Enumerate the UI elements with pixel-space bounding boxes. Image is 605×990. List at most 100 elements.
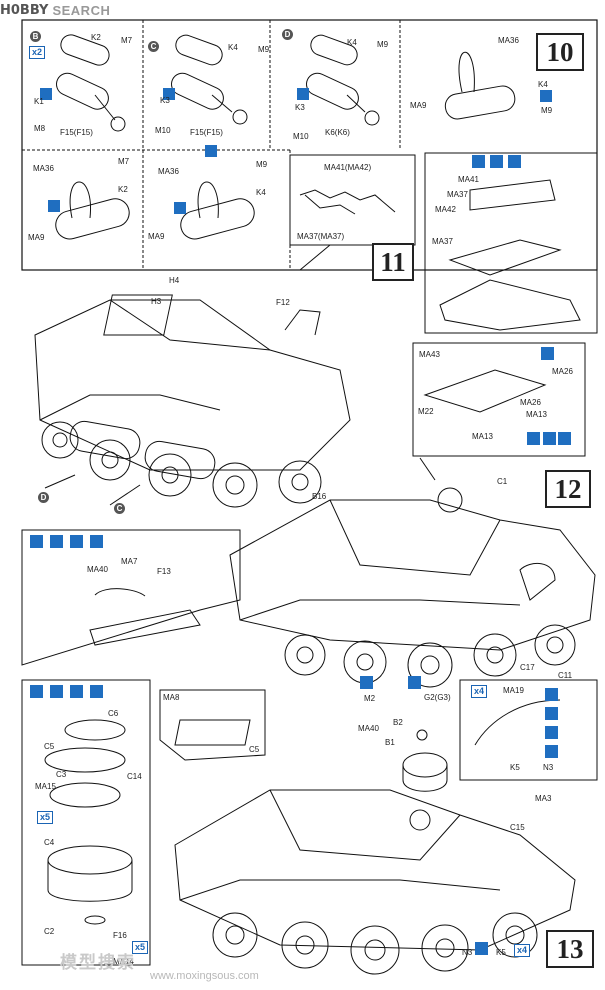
label-c6: C6 <box>108 709 119 718</box>
qty-x4-bottom: x4 <box>514 944 531 957</box>
logo-sub: SEARCH <box>52 2 111 18</box>
label-ma19: MA19 <box>503 686 524 695</box>
label-ma37-ma37: MA37(MA37) <box>297 232 345 241</box>
label-b2: B2 <box>393 718 403 727</box>
qty-x4-right: x4 <box>471 685 488 698</box>
label-f16: F16 <box>113 931 127 940</box>
step-number-12: 12 <box>545 470 591 508</box>
label-ma43: MA43 <box>419 350 440 359</box>
label-b1: B1 <box>385 738 395 747</box>
tank-step-11 <box>34 294 351 508</box>
panel-b-qty: x2 <box>29 46 46 59</box>
panel-letter-d: D <box>282 29 293 40</box>
label-m9-d: M9 <box>377 40 389 49</box>
label-ma15: MA15 <box>35 782 56 791</box>
label-m9-f: M9 <box>256 160 268 169</box>
label-c11: C11 <box>558 671 573 680</box>
label-ma9: MA9 <box>410 101 427 110</box>
label-ma26-a: MA26 <box>552 367 573 376</box>
label-h4: H4 <box>169 276 180 285</box>
drum-e <box>55 181 130 240</box>
label-f13: F13 <box>157 567 171 576</box>
label-c2: C2 <box>44 927 55 936</box>
qty-x5-a: x5 <box>37 811 54 824</box>
label-ma41: MA41 <box>458 175 479 184</box>
label-ma42: MA42 <box>435 205 456 214</box>
label-k4: K4 <box>228 43 238 52</box>
label-k1: K1 <box>34 97 44 106</box>
step-number-13: 13 <box>546 930 594 968</box>
label-g2-g3: G2(G3) <box>424 693 451 702</box>
drum-10 <box>444 51 516 120</box>
label-b16: B16 <box>312 492 327 501</box>
label-c15: C15 <box>510 823 525 832</box>
label-c5: C5 <box>44 742 55 751</box>
logo: H0BBY SEARCH <box>0 0 110 20</box>
label-ma36: MA36 <box>498 36 519 45</box>
label-f15-c: F15(F15) <box>190 128 223 137</box>
label-ma3: MA3 <box>535 794 552 803</box>
label-k3: K3 <box>160 96 170 105</box>
label-ma9-e: MA9 <box>28 233 45 242</box>
label-ma13-b: MA13 <box>472 432 493 441</box>
label-m9: M9 <box>258 45 270 54</box>
label-ma14: MA14 <box>113 957 134 966</box>
label-k6: K6(K6) <box>325 128 350 137</box>
drum-b <box>55 34 126 132</box>
label-ma37-b: MA37 <box>432 237 453 246</box>
label-m10-d: M10 <box>293 132 309 141</box>
label-c14: C14 <box>127 772 142 781</box>
label-ma9-f: MA9 <box>148 232 165 241</box>
label-m7-e: M7 <box>118 157 130 166</box>
label-k5-tank: K5 <box>496 948 506 957</box>
label-ma36-f: MA36 <box>158 167 179 176</box>
logo-mark: H0BBY <box>0 2 49 18</box>
label-m9-10: M9 <box>541 106 553 115</box>
drum-f <box>180 181 255 240</box>
label-k5: K5 <box>510 763 520 772</box>
qty-x5-b: x5 <box>132 941 149 954</box>
label-ma36-e: MA36 <box>33 164 54 173</box>
label-ma40-inset: MA40 <box>87 565 108 574</box>
marker-d: D <box>38 492 49 503</box>
label-f12: F12 <box>276 298 290 307</box>
label-m22: M22 <box>418 407 434 416</box>
label-k4-10: K4 <box>538 80 548 89</box>
label-h3: H3 <box>151 297 162 306</box>
label-c4: C4 <box>44 838 55 847</box>
label-k2: K2 <box>91 33 101 42</box>
panel-letter-b: B <box>30 31 41 42</box>
label-n3: N3 <box>543 763 554 772</box>
label-k3-d: K3 <box>295 103 305 112</box>
panel-letter-c: C <box>148 41 159 52</box>
label-ma13-a: MA13 <box>526 410 547 419</box>
label-m7: M7 <box>121 36 133 45</box>
label-k4-f: K4 <box>256 188 266 197</box>
label-n3-tank: N3 <box>462 948 473 957</box>
label-ma26-b: MA26 <box>520 398 541 407</box>
label-m8: M8 <box>34 124 46 133</box>
label-ma41-ma42: MA41(MA42) <box>324 163 372 172</box>
label-c1: C1 <box>497 477 508 486</box>
label-f15: F15(F15) <box>60 128 93 137</box>
watermark-cn: 模型搜索 <box>60 953 136 972</box>
drum-c <box>170 34 248 125</box>
tank-step-12 <box>229 487 596 688</box>
drum-d <box>305 34 380 126</box>
label-m10: M10 <box>155 126 171 135</box>
step-number-10: 10 <box>536 33 584 71</box>
label-m2: M2 <box>364 694 376 703</box>
step-number-11: 11 <box>372 243 414 281</box>
label-k4-d: K4 <box>347 38 357 47</box>
label-ma37-a: MA37 <box>447 190 468 199</box>
label-ma40: MA40 <box>358 724 379 733</box>
label-ma8: MA8 <box>163 693 180 702</box>
marker-c: C <box>114 503 125 514</box>
watermark-url: www.moxingsous.com <box>150 970 259 982</box>
label-c17: C17 <box>520 663 535 672</box>
label-ma7: MA7 <box>121 557 138 566</box>
label-k2-e: K2 <box>118 185 128 194</box>
label-c3: C3 <box>56 770 67 779</box>
